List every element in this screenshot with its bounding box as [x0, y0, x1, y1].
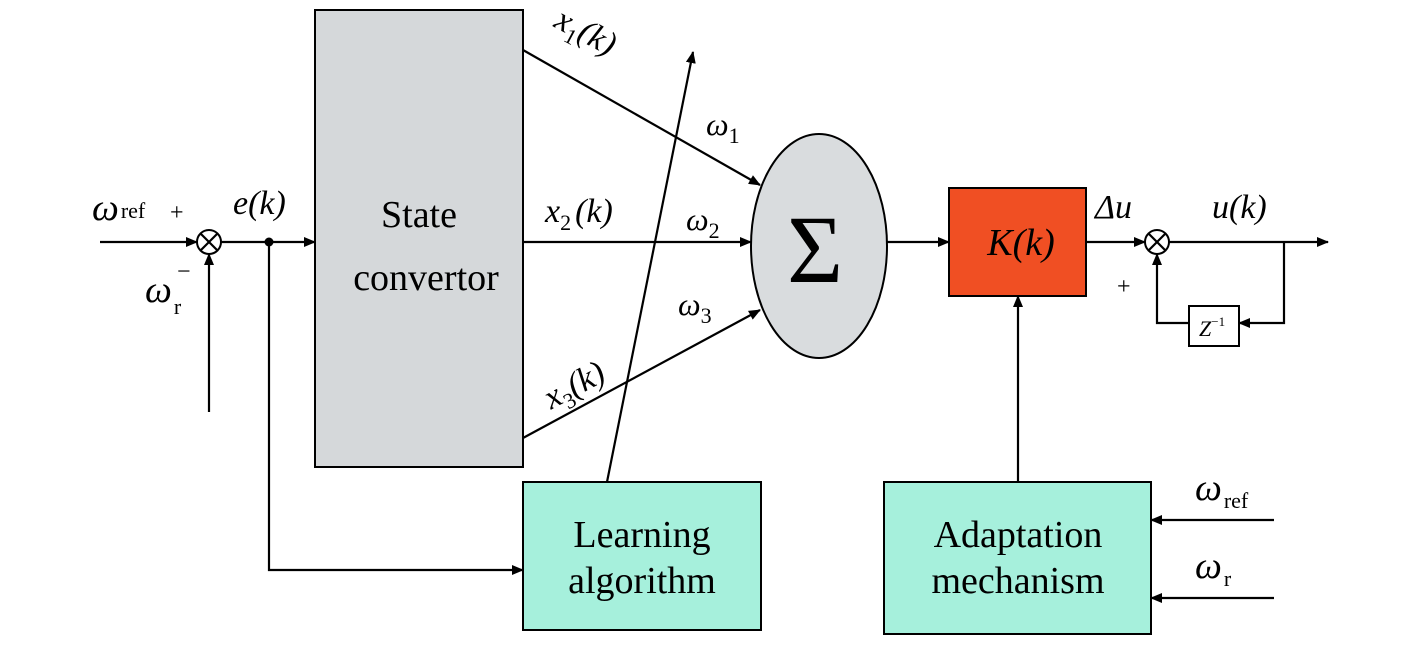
- error-label: e(k): [233, 185, 286, 222]
- learning-algorithm-block: [522, 481, 762, 631]
- x3-arrow: [522, 309, 761, 439]
- delay-block: [1188, 305, 1240, 347]
- omega-ref-input-label: ωref: [92, 187, 146, 229]
- omega-r-adapt-label: ωr: [1195, 545, 1232, 591]
- adaptation-mechanism-block: [883, 481, 1152, 635]
- summation-symbol: Σ: [787, 196, 843, 303]
- learning-label-1: Learning: [573, 514, 710, 556]
- state-convertor-block: [314, 9, 524, 468]
- learning-weight-update-arrow: [605, 51, 696, 483]
- output-summing-junction: [1144, 229, 1170, 255]
- omega-r-input-label: ωr: [145, 269, 182, 319]
- w1-label: ω1: [706, 106, 740, 148]
- feedback-plus-sign: +: [1117, 274, 1131, 300]
- x2-label: x2(k): [544, 193, 613, 235]
- delay-feedback-arrow: [1152, 253, 1189, 325]
- delta-u-label: Δu: [1093, 189, 1132, 226]
- u-output-label: u(k): [1212, 189, 1267, 226]
- x1-label: x1(k): [546, 0, 623, 68]
- w3-label: ω3: [678, 286, 712, 328]
- omega-ref-plus-sign: +: [170, 200, 184, 226]
- input-summing-junction: [196, 229, 222, 255]
- delay-label: Z−1: [1199, 314, 1225, 341]
- state-convertor-label-2: convertor: [353, 257, 499, 299]
- omega-ref-adapt-label: ωref: [1195, 467, 1249, 513]
- state-convertor-label-1: State: [381, 194, 457, 236]
- w2-label: ω2: [686, 201, 720, 243]
- x3-label: x3(k): [537, 354, 614, 422]
- learning-label-2: algorithm: [568, 560, 716, 602]
- error-to-learning-arrow: [267, 242, 524, 575]
- x1-arrow: [522, 49, 761, 186]
- adaptation-label-1: Adaptation: [934, 514, 1103, 556]
- adaptation-label-2: mechanism: [931, 560, 1104, 602]
- omega-r-minus-sign: −: [177, 259, 191, 285]
- output-to-delay-arrow: [1238, 242, 1286, 328]
- gain-block: [948, 187, 1087, 297]
- gain-label: K(k): [986, 222, 1055, 264]
